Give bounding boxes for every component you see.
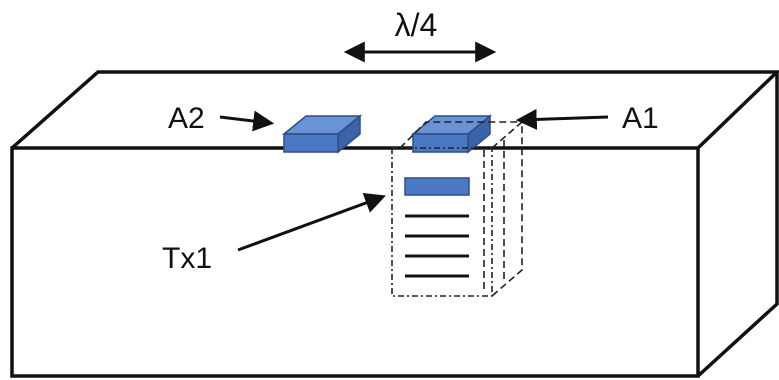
substrate-block bbox=[10, 70, 779, 378]
arrow-tx1 bbox=[237, 192, 386, 252]
label-a1: A1 bbox=[622, 102, 659, 135]
label-tx1: Tx1 bbox=[162, 242, 212, 275]
block-top-face bbox=[10, 70, 779, 150]
antenna-a2 bbox=[281, 114, 363, 154]
enclosure-top bbox=[399, 121, 522, 149]
transmitter-tx1 bbox=[404, 177, 470, 278]
block-front-face bbox=[10, 146, 700, 378]
arrow-a2 bbox=[219, 110, 275, 132]
transmitter-enclosure bbox=[391, 120, 523, 297]
tx1-active-layer bbox=[404, 177, 470, 196]
arrow-a1 bbox=[515, 108, 609, 130]
block-side-face bbox=[696, 72, 779, 378]
label-a2: A2 bbox=[168, 102, 205, 135]
wavelength-label: λ/4 bbox=[395, 7, 438, 43]
enclosure-side bbox=[491, 120, 523, 297]
enclosure-front bbox=[391, 147, 493, 297]
